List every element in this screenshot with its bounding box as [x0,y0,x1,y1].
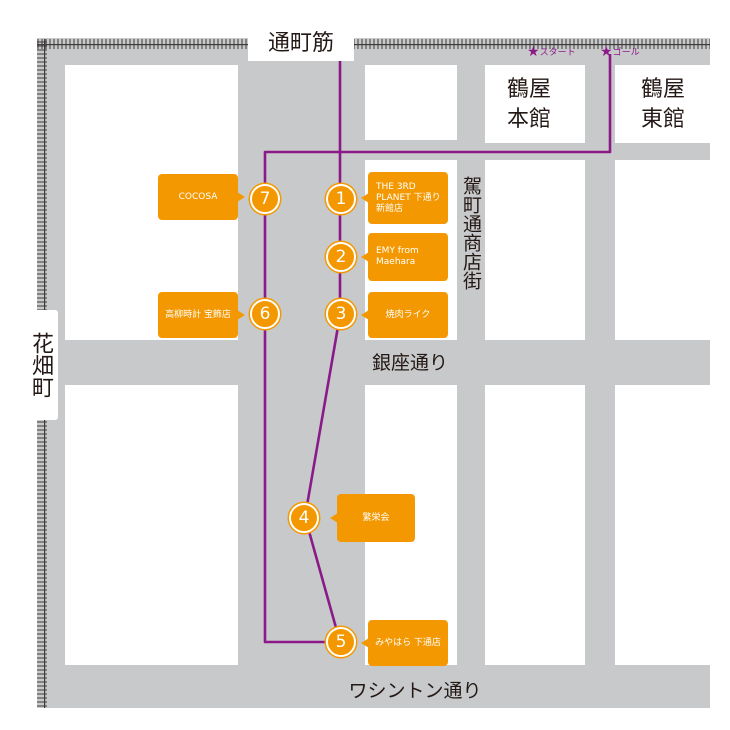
goal-star-icon: ★ [600,44,613,60]
goal-marker: ★ゴール [600,44,640,60]
stop-marker-7: 7 [250,184,280,214]
walking-route [263,54,612,644]
shop-5: みやはら 下通店 [361,620,448,666]
shop-4: 繁栄会 [330,494,415,542]
street-label-hanabatake: 花畑町 [22,310,58,420]
start-marker: ★スタート [527,44,576,60]
street-label-ginza: 銀座通り [371,352,448,374]
stop-marker-3: 3 [326,299,356,329]
start-star-icon: ★ [527,44,540,60]
shop-6: 高柳時計 宝飾店 [158,292,245,338]
goal-label: ゴール [612,48,640,58]
tram-track-top [37,39,710,49]
building-tsuruya-honkan: 鶴屋本館 [496,70,562,140]
shop-7: COCOSA [158,174,245,220]
shop-2: EMY from Maehara [361,233,448,281]
stop-marker-5: 5 [326,627,356,657]
building-tsuruya-higashikan-label: 鶴屋東館 [640,77,685,132]
stop-marker-6: 6 [250,299,280,329]
stop-marker-1: 1 [326,184,356,214]
street-label-washington: ワシントン通り [348,680,482,702]
shop-1: THE 3RD PLANET 下通り新館店 [361,172,448,224]
building-tsuruya-higashikan: 鶴屋東館 [628,70,698,140]
street-label-shotengai: 駕町通商店街 [460,176,482,290]
start-label: スタート [539,48,576,58]
shop-3: 焼肉ライク [361,292,448,338]
street-label-tori-cho: 通町筋 [248,27,354,61]
stop-marker-2: 2 [326,242,356,272]
building-tsuruya-honkan-label: 鶴屋本館 [506,77,551,132]
stop-marker-4: 4 [289,503,319,533]
